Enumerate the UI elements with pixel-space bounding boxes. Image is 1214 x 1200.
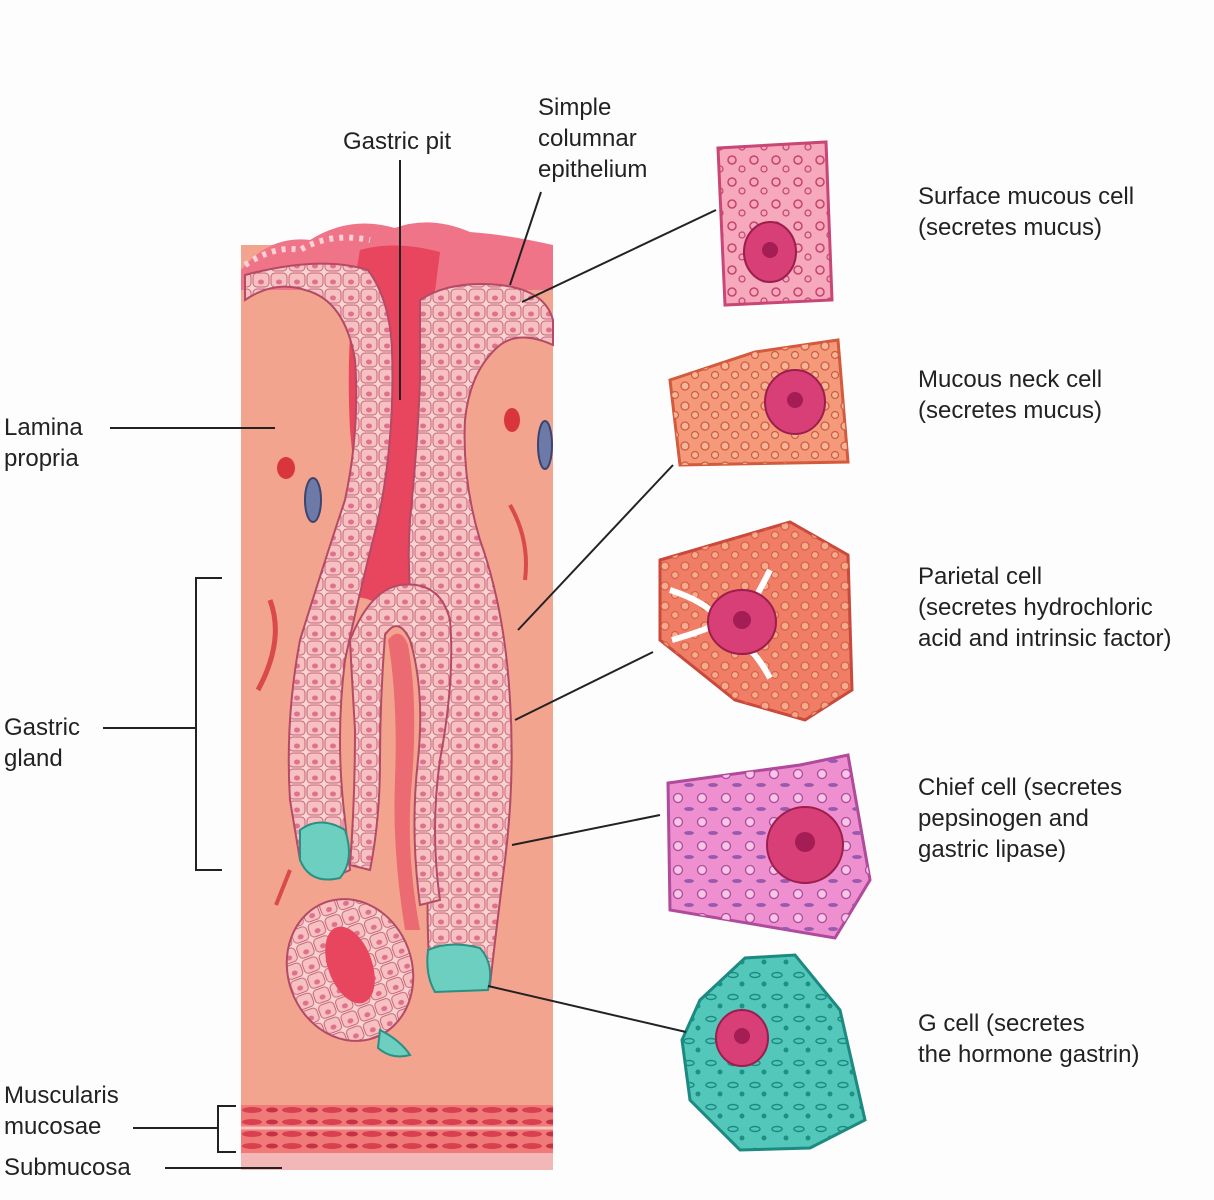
label-line: acid and intrinsic factor) — [918, 625, 1172, 652]
label-line: Surface mucous cell — [918, 183, 1135, 210]
label-gastric-pit: Gastric pit — [343, 126, 451, 157]
muscularis-bracket — [217, 1105, 236, 1153]
leader-surface-mucous-cell — [521, 209, 717, 303]
label-lamina-propria: Lamina propria — [4, 412, 83, 474]
label-line: columnar — [538, 125, 637, 152]
label-parietal-cell: Parietal cell (secretes hydrochloric aci… — [918, 561, 1171, 654]
label-line: pepsinogen and — [918, 805, 1089, 832]
label-line: gastric lipase) — [918, 836, 1067, 863]
label-chief-cell: Chief cell (secretes pepsinogen and gast… — [918, 772, 1122, 865]
label-line: Gastric — [4, 714, 81, 741]
label-line: (secretes mucus) — [918, 214, 1103, 241]
chief-cell-drawing — [666, 753, 872, 940]
label-line: Muscularis — [4, 1082, 119, 1109]
label-simple-columnar-epithelium: Simple columnar epithelium — [538, 92, 647, 185]
parietal-cell-drawing — [658, 520, 854, 722]
label-line: Mucous neck cell — [918, 366, 1103, 393]
leader-chief-cell — [511, 814, 661, 846]
gastric-gland-bracket — [195, 577, 222, 871]
label-surface-mucous-cell: Surface mucous cell (secretes mucus) — [918, 181, 1134, 243]
label-line: Submucosa — [4, 1154, 131, 1181]
label-line: mucosae — [4, 1113, 102, 1140]
g-cell-drawing — [680, 953, 867, 1152]
label-line: Chief cell (secretes — [918, 774, 1123, 801]
label-line: Lamina — [4, 414, 83, 441]
label-line: gland — [4, 745, 63, 772]
surface-mucous-cell-drawing — [716, 140, 834, 307]
mucosa-section — [241, 222, 554, 1170]
label-g-cell: G cell (secretes the hormone gastrin) — [918, 1008, 1139, 1070]
label-gastric-pit-line: Gastric pit — [343, 128, 452, 155]
label-line: (secretes mucus) — [918, 397, 1103, 424]
leader-g-cell — [487, 985, 687, 1033]
label-line: propria — [4, 445, 79, 472]
leader-lines — [103, 160, 717, 1169]
label-line: G cell (secretes — [918, 1010, 1085, 1037]
label-line: (secretes hydrochloric — [918, 594, 1153, 621]
label-line: Simple — [538, 94, 612, 121]
mucous-neck-cell-drawing — [668, 338, 850, 467]
label-mucous-neck-cell: Mucous neck cell (secretes mucus) — [918, 364, 1102, 426]
label-muscularis-mucosae: Muscularis mucosae — [4, 1080, 119, 1142]
label-gastric-gland: Gastric gland — [4, 712, 80, 774]
leader-simple-columnar — [509, 191, 542, 286]
label-line: epithelium — [538, 156, 648, 183]
label-line: Parietal cell — [918, 563, 1043, 590]
label-submucosa: Submucosa — [4, 1152, 131, 1183]
leader-mucous-neck-cell — [517, 464, 674, 631]
leader-parietal-cell — [514, 651, 654, 721]
label-line: the hormone gastrin) — [918, 1041, 1140, 1068]
